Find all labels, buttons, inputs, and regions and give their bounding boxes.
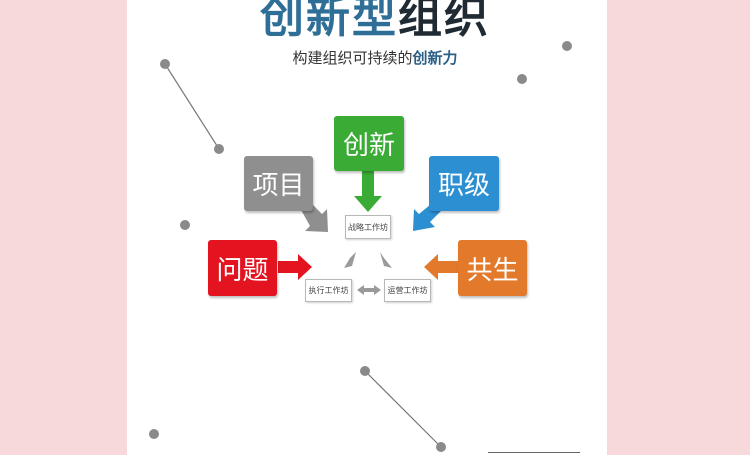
deco-dot — [360, 366, 370, 376]
symbiosis-box: 共生 — [458, 240, 527, 296]
innovation-label: 创新 — [342, 131, 395, 161]
problem-box: 问题 — [208, 240, 277, 296]
project-box: 项目 — [244, 156, 313, 211]
deco-dot — [160, 59, 170, 69]
project-label: 项目 — [252, 171, 305, 201]
deco-dot — [149, 429, 159, 439]
problem-label: 问题 — [216, 255, 269, 286]
execution-workshop-label: 执行工作坊 — [308, 286, 349, 295]
title-part2: 组织 — [398, 0, 490, 43]
symbiosis-arrow — [424, 254, 458, 280]
strategy-workshop: 战略工作坊 — [345, 215, 391, 239]
strategy-workshop-label: 战略工作坊 — [348, 222, 388, 232]
connector-arrow — [357, 285, 381, 295]
bottom-divider — [488, 452, 580, 453]
innovation-box: 创新 — [334, 116, 404, 171]
deco-line — [164, 63, 220, 150]
deco-dot — [180, 220, 190, 230]
subtitle-prefix: 构建组织可持续的 — [292, 49, 413, 67]
operation-workshop: 运营工作坊 — [384, 279, 431, 302]
subtitle-accent: 创新力 — [412, 49, 458, 67]
execution-workshop: 执行工作坊 — [305, 279, 352, 302]
symbiosis-label: 共生 — [466, 255, 519, 286]
deco-dot — [436, 442, 446, 452]
deco-line — [364, 370, 442, 448]
innovation-arrow — [354, 171, 382, 212]
problem-arrow — [278, 254, 312, 280]
page-subtitle: 构建组织可持续的创新力 — [0, 48, 750, 68]
connector-arrow — [380, 252, 392, 268]
title-part1: 创新型 — [260, 0, 398, 43]
deco-dot — [562, 41, 572, 51]
rank-label: 职级 — [437, 171, 490, 201]
rank-box: 职级 — [429, 156, 499, 211]
page-title: 创新型组织 — [0, 0, 750, 48]
operation-workshop-label: 运营工作坊 — [387, 286, 428, 295]
deco-dot — [517, 74, 527, 84]
deco-dot — [214, 144, 224, 154]
connector-arrow — [344, 252, 356, 268]
